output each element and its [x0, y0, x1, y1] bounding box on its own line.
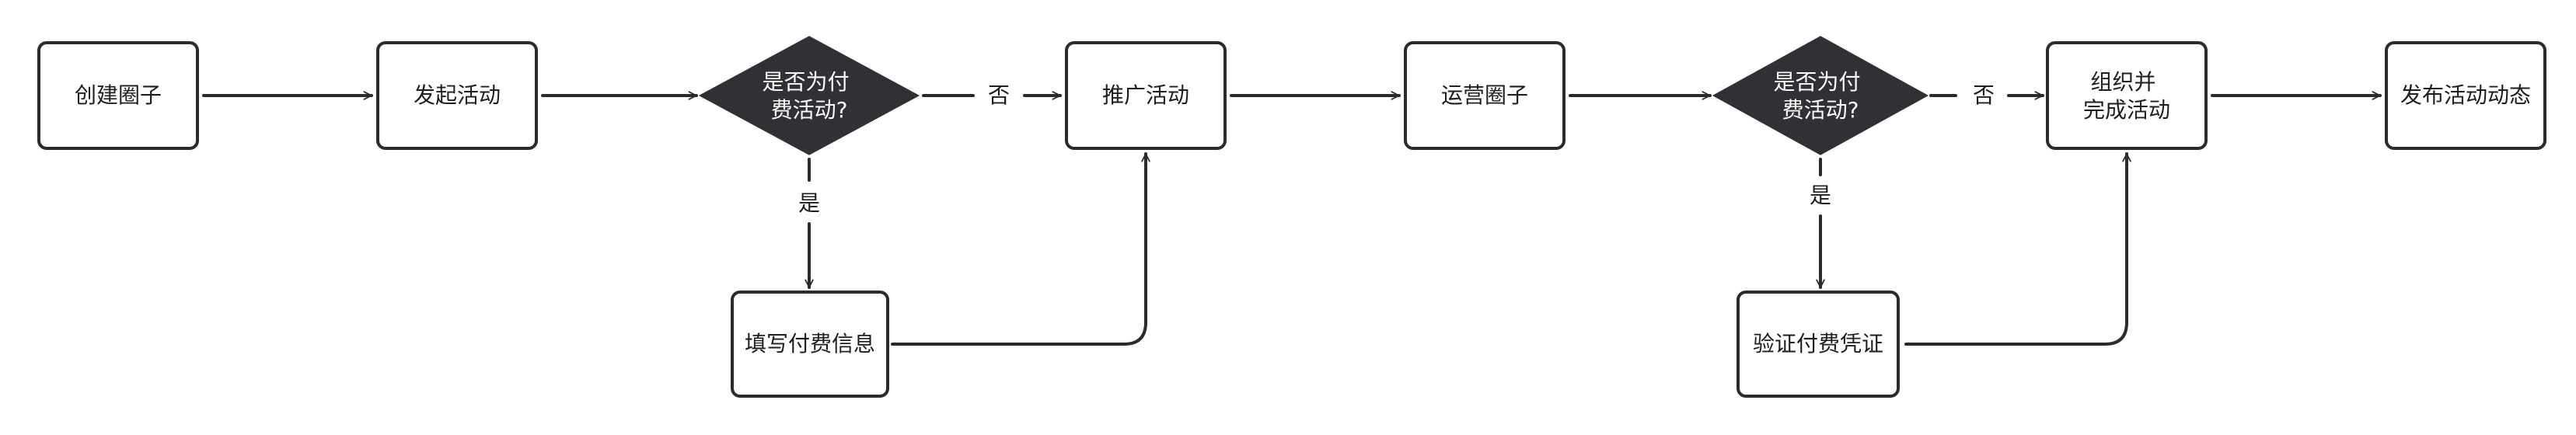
decision-diamond [1712, 36, 1929, 155]
node-box [37, 41, 199, 150]
node-label: 发布活动动态 [2400, 82, 2531, 108]
node-label: 运营圈子 [1441, 82, 1528, 108]
decision-label: 是否为付 费活动? [763, 69, 857, 123]
decision-is-paid-2[interactable]: 是否为付 费活动? [1712, 36, 1929, 155]
decision-is-paid-1[interactable]: 是否为付 费活动? [698, 36, 920, 155]
node-label: 创建圈子 [75, 82, 162, 108]
node-label: 组织并 完成活动 [2083, 69, 2170, 123]
node-label: 发起活动 [414, 82, 501, 108]
decision-label-line-2: 费活动? [1782, 97, 1859, 123]
node-label: 填写付费信息 [745, 331, 875, 357]
node-box [2046, 41, 2208, 150]
edge-label-yes-1: 是 [798, 190, 820, 216]
node-label: 验证付费凭证 [1753, 331, 1883, 357]
edge-label-no-2: 否 [1973, 82, 1995, 108]
node-operate-circle[interactable]: 运营圈子 [1404, 41, 1565, 150]
edge-label-no-1: 否 [988, 82, 1010, 108]
node-organize-complete[interactable]: 组织并 完成活动 [2046, 41, 2208, 150]
node-box [731, 291, 889, 398]
node-label-line-2: 完成活动 [2083, 97, 2170, 123]
node-label-line-1: 组织并 [2091, 69, 2156, 95]
node-box [1065, 41, 1227, 150]
decision-label-line-1: 是否为付 [763, 69, 850, 95]
node-launch-activity[interactable]: 发起活动 [376, 41, 538, 150]
edge-fill-info-to-promote [891, 152, 1150, 346]
node-box [1404, 41, 1565, 150]
decision-label-line-2: 费活动? [771, 97, 848, 123]
decision-label-line-1: 是否为付 [1774, 69, 1861, 95]
node-box [376, 41, 538, 150]
edge-label-yes-2: 是 [1810, 183, 1831, 208]
node-verify-payment-proof[interactable]: 验证付费凭证 [1737, 291, 1900, 398]
edges [202, 91, 2382, 346]
node-publish-activity-updates[interactable]: 发布活动动态 [2385, 41, 2546, 150]
decision-diamond [698, 36, 920, 155]
node-box [2385, 41, 2546, 150]
node-promote-activity[interactable]: 推广活动 [1065, 41, 1227, 150]
node-label: 推广活动 [1102, 82, 1189, 108]
node-box [1737, 291, 1900, 398]
node-create-circle[interactable]: 创建圈子 [37, 41, 199, 150]
decision-label: 是否为付 费活动? [1774, 69, 1868, 123]
edge-verify-to-organize [1904, 152, 2131, 346]
node-fill-payment-info[interactable]: 填写付费信息 [731, 291, 889, 398]
